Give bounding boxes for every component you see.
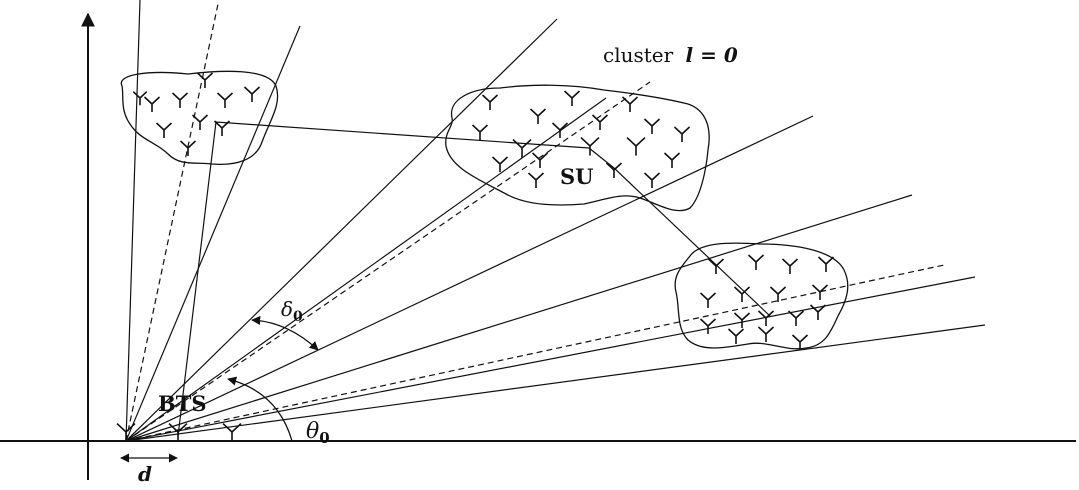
beam-centers [125,3,945,442]
antenna-icon [643,172,661,188]
antenna-icon [809,304,827,320]
delta-arc [251,315,319,351]
cluster-su [445,84,710,212]
cluster-label: cluster l = 0 [603,43,738,67]
antenna-icon [747,254,765,270]
beam-line-5 [125,194,913,442]
antenna-icon [471,124,489,140]
antenna-icon [168,423,188,442]
antenna-icon [171,92,189,108]
antenna-icon [132,91,148,106]
beam-line-3 [125,18,558,442]
antenna-icon [663,152,681,168]
antenna-icon [116,423,136,442]
antenna-icon [591,114,609,130]
delta-label: δ0 [281,297,303,325]
antenna-icon [196,72,214,88]
antenna-icon [143,96,161,112]
dashed-beam-cluster-0 [125,81,651,442]
antenna-icon [733,312,751,328]
antenna-icon [527,172,545,188]
axes [0,12,1076,480]
antenna-icon [551,122,569,138]
path-su-to-right-cluster [588,147,771,317]
antenna-icon [811,284,829,300]
antenna-icon [213,120,231,136]
antenna-icon [787,310,805,326]
antenna-icon [727,328,745,344]
antenna-icon [791,334,809,350]
su-label: SU [560,164,593,189]
antenna-icon [481,94,499,110]
cluster-right [674,242,849,350]
antenna-icons [116,72,835,442]
bts-label: BTS [158,391,207,416]
clusters [120,70,849,350]
antenna-icon [529,108,547,124]
antenna-icon [699,318,717,334]
antenna-icon [222,423,242,442]
beam-line-8 [125,276,976,442]
antenna-icon [707,258,725,274]
cluster-top-left [120,70,279,166]
antenna-icon [817,256,835,272]
beam-line-7 [125,97,607,442]
beam-line-4 [125,115,814,442]
beam-lines [125,0,986,442]
beam-line-1 [125,0,141,442]
beam-line-6 [125,324,986,442]
antenna-icon [580,137,600,156]
antenna-icon [179,140,197,156]
antenna-icon [563,90,581,106]
theta-label: θ0 [306,419,330,447]
antenna-icon [781,258,799,274]
antenna-icon [621,96,639,112]
antenna-icon [191,114,209,130]
antenna-icon [155,122,173,138]
theta-arc [227,376,293,442]
beam-line-2 [125,25,301,442]
antenna-icon [643,118,661,134]
antenna-icon [531,152,549,168]
text-labels: cluster l = 0 SU BTS δ0 θ0 d [138,43,738,486]
antenna-icon [673,126,691,142]
antenna-icon [243,86,261,102]
antenna-icon [699,292,717,308]
antenna-icon [757,326,775,342]
antenna-icon [216,92,234,108]
antenna-icon [757,310,775,326]
antenna-icon [769,286,787,302]
antenna-icon [605,162,623,178]
antenna-icon [512,139,532,158]
antenna-icon [491,156,509,172]
multipath-rays [177,121,771,437]
angle-markers [120,315,319,463]
d-label: d [138,462,152,485]
antenna-icon [733,286,751,302]
antenna-icon [626,137,646,156]
